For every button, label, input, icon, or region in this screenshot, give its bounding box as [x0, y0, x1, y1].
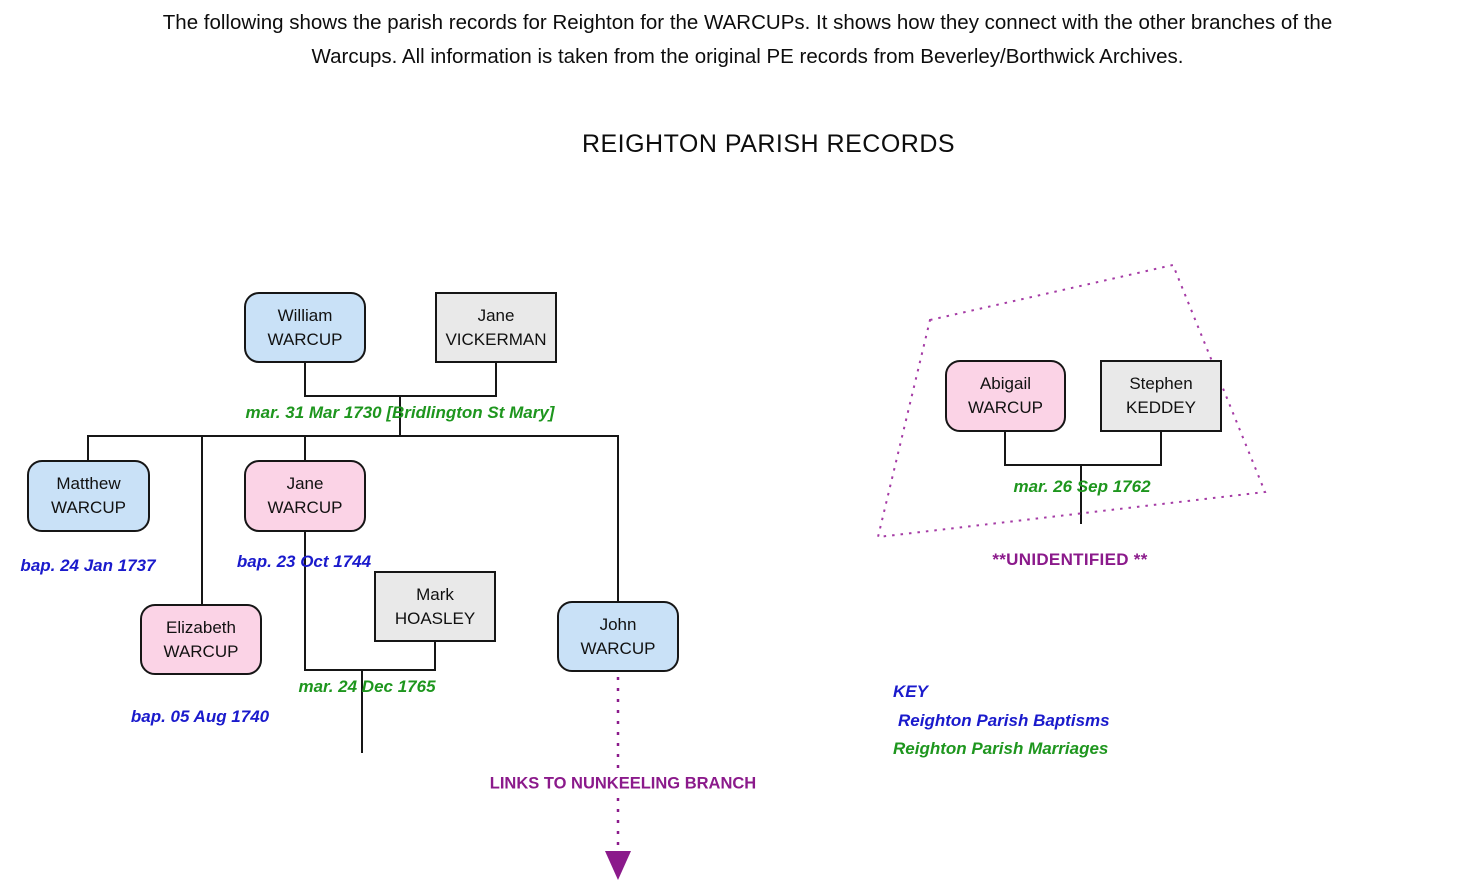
page-title: REIGHTON PARISH RECORDS — [581, 130, 956, 158]
person-last-name: WARCUP — [51, 498, 126, 517]
person-first-name: Elizabeth — [166, 617, 236, 637]
marriage-record-jane-mark: mar. 24 Dec 1765 — [298, 677, 436, 696]
person-first-name: Jane — [477, 305, 515, 325]
person-first-name: Mark — [416, 584, 454, 604]
person-box-jane-vickerman: Jane VICKERMAN — [435, 292, 557, 363]
person-box-william-warcup: William WARCUP — [244, 292, 366, 363]
person-last-name: WARCUP — [163, 641, 239, 661]
person-box-jane-warcup: Jane WARCUP — [244, 460, 366, 532]
arrow-down-icon — [605, 851, 631, 880]
person-box-mark-hoasley: Mark HOASLEY — [374, 571, 496, 642]
person-last-name: WARCUP — [580, 638, 656, 658]
person-box-elizabeth-warcup: Elizabeth WARCUP — [140, 604, 262, 675]
person-last-name: KEDDEY — [1126, 398, 1196, 417]
page-description-line2: Warcups. All information is taken from t… — [311, 45, 1184, 68]
person-first-name: William — [277, 305, 333, 325]
baptism-record-matthew: bap. 24 Jan 1737 — [20, 556, 156, 575]
person-last-name: WARCUP — [267, 498, 343, 517]
person-first-name: Stephen — [1129, 374, 1193, 393]
nunkeeling-branch-label: LINKS TO NUNKEELING BRANCH — [486, 774, 760, 794]
person-box-matthew-warcup: Matthew WARCUP — [27, 460, 150, 532]
person-last-name: WARCUP — [267, 329, 343, 349]
person-last-name: HOASLEY — [394, 608, 476, 628]
page-description: The following shows the parish records f… — [38, 6, 1457, 74]
person-first-name: Matthew — [56, 474, 121, 493]
legend-baptisms: Reighton Parish Baptisms — [898, 711, 1110, 730]
person-first-name: Jane — [286, 474, 324, 493]
nunkeeling-arrow — [605, 677, 631, 880]
baptism-record-jane: bap. 23 Oct 1744 — [236, 552, 372, 571]
unidentified-label: **UNIDENTIFIED ** — [992, 550, 1148, 569]
family-connector-lines — [87, 362, 1162, 753]
page-description-line1: The following shows the parish records f… — [162, 11, 1333, 34]
person-first-name: Abigail — [979, 374, 1032, 393]
marriage-record-abigail-stephen: mar. 26 Sep 1762 — [1013, 477, 1151, 496]
marriage-record-william-jane: mar. 31 Mar 1730 [Bridlington St Mary] — [245, 403, 555, 422]
person-last-name: VICKERMAN — [445, 329, 547, 349]
person-box-stephen-keddey: Stephen KEDDEY — [1100, 360, 1222, 432]
legend-title: KEY — [893, 682, 928, 701]
legend-marriages: Reighton Parish Marriages — [893, 739, 1109, 758]
person-box-abigail-warcup: Abigail WARCUP — [945, 360, 1066, 432]
person-first-name: John — [599, 614, 637, 634]
unidentified-group-outline — [876, 263, 1267, 539]
person-last-name: WARCUP — [968, 398, 1043, 417]
baptism-record-elizabeth: bap. 05 Aug 1740 — [130, 707, 270, 726]
person-box-john-warcup: John WARCUP — [557, 601, 679, 672]
